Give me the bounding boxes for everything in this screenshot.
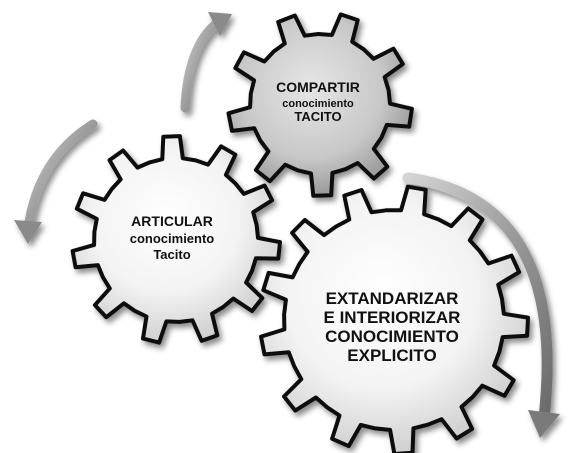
articular-line-2: conocimiento xyxy=(130,231,215,246)
extandarizar-line-2: E INTERIORIZAR xyxy=(324,308,461,327)
extandarizar-line-3: CONOCIMIENTO xyxy=(325,327,459,346)
articular-line-3: Tacito xyxy=(153,247,190,262)
compartir-line-2: conocimiento xyxy=(282,98,354,110)
compartir-line-3: TACITO xyxy=(294,109,341,124)
extandarizar-line-4: EXPLICITO xyxy=(347,346,436,365)
gear-extandarizar-label: EXTANDARIZAR E INTERIORIZAR CONOCIMIENTO… xyxy=(324,289,461,365)
articular-line-1: ARTICULAR xyxy=(131,213,213,229)
gear-extandarizar xyxy=(259,184,530,453)
gear-articular-label: ARTICULAR conocimiento Tacito xyxy=(130,213,215,262)
gear-compartir-label: COMPARTIR conocimiento TACITO xyxy=(276,79,360,124)
arrow-right xyxy=(402,172,560,438)
gear-articular xyxy=(70,134,282,345)
gear-compartir xyxy=(226,12,414,198)
arrow-top-left xyxy=(180,12,232,113)
extandarizar-line-1: EXTANDARIZAR xyxy=(326,289,459,308)
compartir-line-1: COMPARTIR xyxy=(276,79,360,95)
arrow-left xyxy=(14,119,98,244)
